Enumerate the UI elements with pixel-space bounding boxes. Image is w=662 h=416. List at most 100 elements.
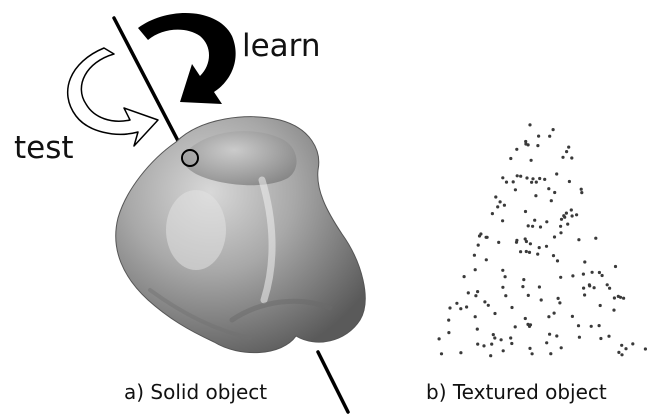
texture-dot <box>535 181 538 184</box>
texture-dot <box>606 283 609 286</box>
texture-dot <box>527 224 530 227</box>
texture-dot <box>548 135 551 138</box>
texture-dot <box>547 187 550 190</box>
texture-dot <box>519 250 522 253</box>
texture-dot <box>540 298 543 301</box>
texture-dot <box>530 159 533 162</box>
texture-dot <box>524 210 527 213</box>
texture-dot <box>516 174 519 177</box>
texture-dot <box>514 325 517 328</box>
solid-object <box>116 117 365 353</box>
texture-dot <box>538 285 541 288</box>
texture-dot <box>583 260 586 263</box>
texture-dot <box>580 188 583 191</box>
texture-dot <box>560 346 563 349</box>
texture-dot <box>559 225 562 228</box>
texture-dot <box>538 246 541 249</box>
texture-dot <box>536 144 539 147</box>
texture-dot <box>501 176 504 179</box>
texture-dot <box>543 178 546 181</box>
texture-dot <box>491 212 494 215</box>
texture-dot <box>478 234 481 237</box>
texture-dot <box>474 315 477 318</box>
textured-object-dot-cloud <box>438 123 648 357</box>
texture-dot <box>515 148 518 151</box>
texture-dot <box>575 213 578 216</box>
texture-dot <box>519 175 522 178</box>
texture-dot <box>545 245 548 248</box>
texture-dot <box>459 351 462 354</box>
texture-dot <box>612 309 615 312</box>
texture-dot <box>559 231 562 234</box>
caption-solid-object: a) Solid object <box>124 380 267 404</box>
texture-dot <box>537 135 540 138</box>
texture-dot <box>617 351 620 354</box>
rotation-axis-top <box>114 18 188 160</box>
texture-dot <box>455 302 458 305</box>
texture-dot <box>467 291 470 294</box>
texture-dot <box>493 312 496 315</box>
texture-dot <box>594 237 597 240</box>
texture-dot <box>608 287 611 290</box>
texture-dot <box>555 334 558 337</box>
texture-dot <box>558 301 561 304</box>
texture-dot <box>620 344 623 347</box>
texture-dot <box>552 254 555 257</box>
texture-dot <box>577 324 580 327</box>
texture-dot <box>580 191 583 194</box>
texture-dot <box>570 208 573 211</box>
texture-dot <box>527 294 530 297</box>
texture-dot <box>556 259 559 262</box>
texture-dot <box>613 296 616 299</box>
texture-dot <box>539 225 542 228</box>
texture-dot <box>447 319 450 322</box>
texture-dot <box>482 344 485 347</box>
texture-dot <box>590 325 593 328</box>
texture-dot <box>524 237 527 240</box>
texture-dot <box>494 195 497 198</box>
texture-dot <box>568 180 571 183</box>
texture-dot <box>553 312 556 315</box>
curved-outline-arrow-icon <box>68 48 158 146</box>
texture-dot <box>501 219 504 222</box>
texture-dot <box>622 297 625 300</box>
texture-dot <box>552 128 555 131</box>
texture-dot <box>582 273 585 276</box>
texture-dot <box>459 307 462 310</box>
texture-dot <box>583 293 586 296</box>
texture-dot <box>565 212 568 215</box>
texture-dot <box>512 180 515 183</box>
texture-dot <box>566 223 569 226</box>
texture-dot <box>499 200 502 203</box>
texture-dot <box>599 304 602 307</box>
texture-dot <box>560 218 563 221</box>
texture-dot <box>553 235 556 238</box>
texture-dot <box>497 241 500 244</box>
texture-dot <box>588 283 591 286</box>
texture-dot <box>502 349 505 352</box>
texture-dot <box>549 352 552 355</box>
texture-dot <box>503 204 506 207</box>
texture-dot <box>501 286 504 289</box>
texture-dot <box>601 274 604 277</box>
texture-dot <box>525 250 528 253</box>
texture-dot <box>598 324 601 327</box>
texture-dot <box>438 337 441 340</box>
texture-dot <box>577 238 580 241</box>
texture-dot <box>593 286 596 289</box>
texture-dot <box>505 181 508 184</box>
texture-dot <box>599 337 602 340</box>
texture-dot <box>555 172 558 175</box>
texture-dot <box>529 323 532 326</box>
texture-dot <box>571 214 574 217</box>
texture-dot <box>545 341 548 344</box>
texture-dot <box>448 306 451 309</box>
texture-dot <box>504 294 507 297</box>
texture-dot <box>644 347 647 350</box>
texture-dot <box>548 333 551 336</box>
texture-dot <box>530 181 533 184</box>
texture-dot <box>522 278 525 281</box>
texture-dot <box>515 239 518 242</box>
